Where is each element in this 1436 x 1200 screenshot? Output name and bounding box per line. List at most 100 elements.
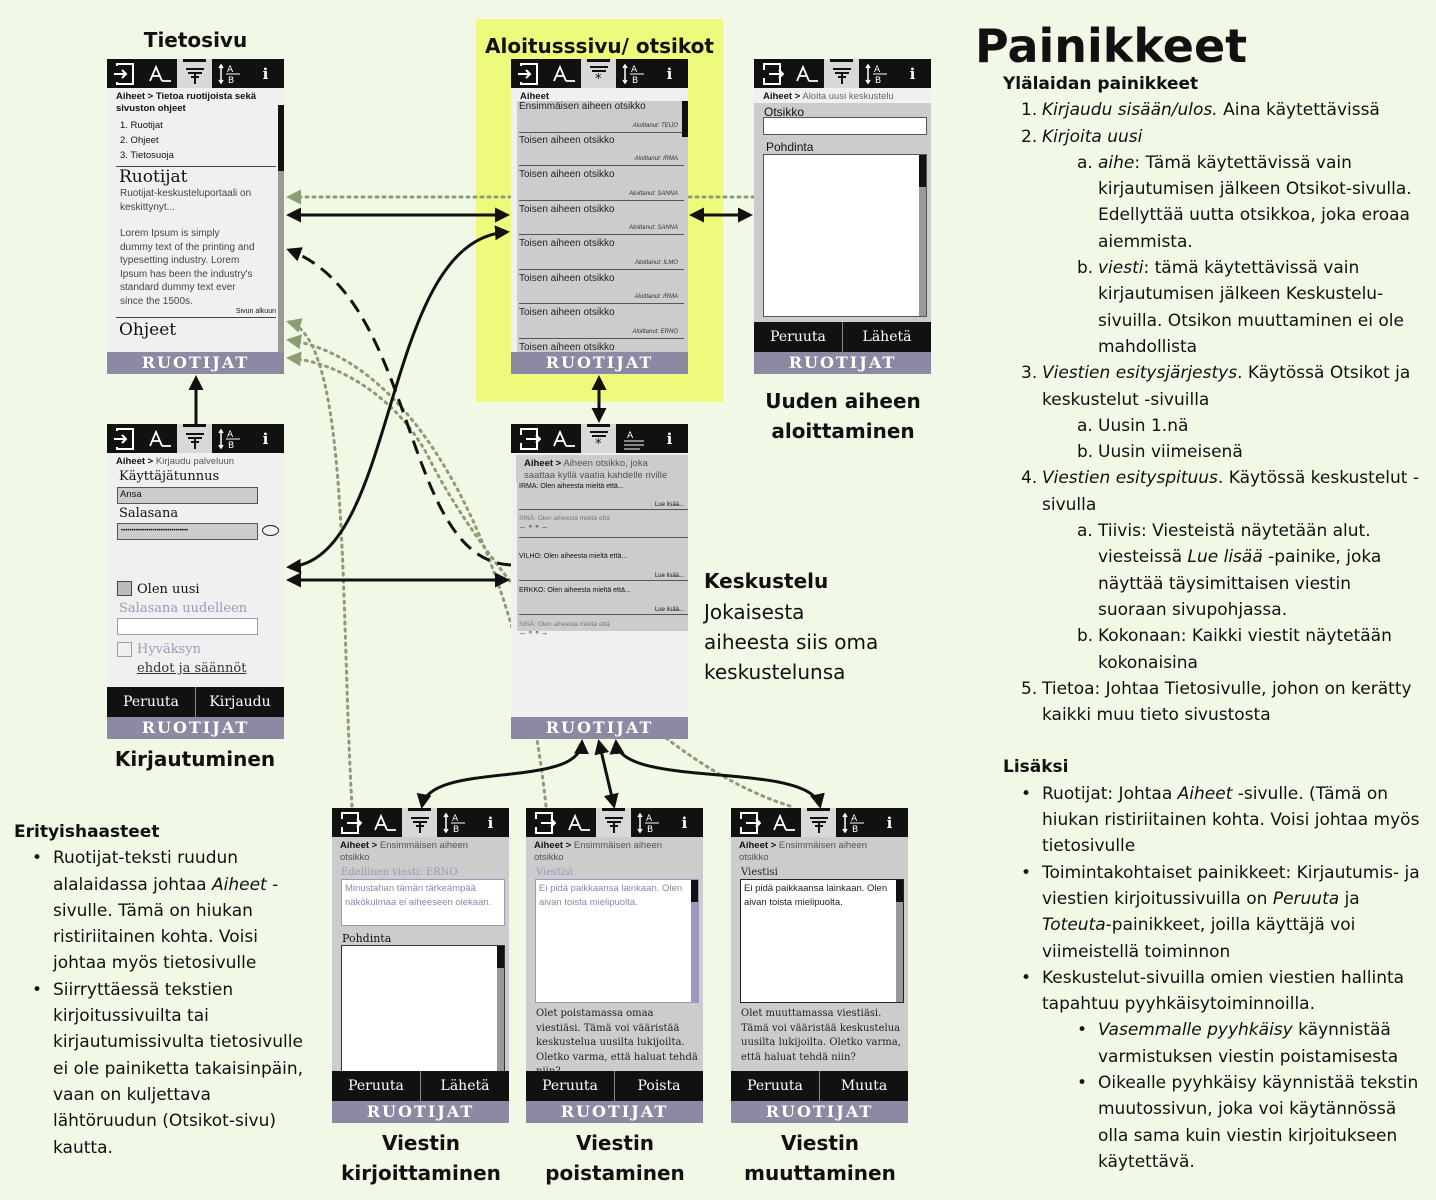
cancel-button[interactable]: Peruuta	[348, 1078, 404, 1094]
message-item[interactable]: VILHO: Olen aiheesta mieltä että... Lue …	[519, 553, 688, 581]
info-icon[interactable]: i	[681, 813, 688, 832]
label-poistaminen-1: Viestin	[575, 1131, 655, 1155]
new-user-checkbox[interactable]	[117, 581, 132, 596]
footer-brand[interactable]: RUOTIJAT	[107, 352, 284, 374]
write-new-icon[interactable]	[367, 808, 402, 837]
login-icon[interactable]	[107, 59, 142, 88]
login-icon[interactable]	[511, 59, 546, 88]
message-item[interactable]: IRMA: Olen aiheesta mieltä että... Lue l…	[519, 483, 688, 510]
footer-brand[interactable]: RUOTIJAT	[511, 717, 688, 739]
login-icon[interactable]	[107, 424, 142, 453]
sort-order-icon[interactable]	[801, 808, 836, 837]
toc-item[interactable]: 2. Ohjeet	[120, 135, 159, 146]
cancel-button[interactable]: Peruuta	[123, 694, 179, 710]
password-again-input[interactable]	[117, 618, 258, 635]
logout-icon[interactable]	[511, 424, 546, 453]
write-new-icon[interactable]	[766, 808, 801, 837]
write-new-icon[interactable]	[142, 424, 177, 453]
write-new-icon[interactable]	[142, 59, 177, 88]
info-icon[interactable]: i	[262, 429, 269, 448]
message-length-icon[interactable]: A	[616, 424, 651, 453]
read-more-link[interactable]: Lue lisää...	[654, 502, 684, 508]
scrollbar-thumb[interactable]	[497, 946, 504, 968]
cancel-button[interactable]: Peruuta	[770, 329, 826, 345]
sort-order-icon[interactable]: *	[581, 59, 616, 88]
cancel-button[interactable]: Peruuta	[747, 1078, 803, 1094]
sort-order-icon[interactable]	[177, 424, 212, 453]
message-item-own[interactable]: SINÄ: Olen aiheesta mieltä että ←⚬⚬→	[519, 515, 688, 538]
scrollbar-thumb[interactable]	[919, 155, 926, 187]
scrollbar-thumb[interactable]	[896, 880, 903, 902]
scrollbar-thumb[interactable]	[278, 105, 284, 171]
toc-item[interactable]: 1. Ruotijat	[120, 120, 163, 131]
footer-brand[interactable]: RUOTIJAT	[332, 1101, 509, 1123]
own-message-input[interactable]: Ei pidä paikkaansa lainkaan. Olen aivan …	[740, 879, 904, 1003]
info-icon[interactable]: i	[886, 813, 893, 832]
body-textarea[interactable]	[763, 154, 927, 317]
send-button[interactable]: Lähetä	[842, 322, 931, 352]
accept-checkbox[interactable]	[117, 642, 132, 657]
cancel-button[interactable]: Peruuta	[542, 1078, 598, 1094]
sort-order-icon[interactable]	[596, 808, 631, 837]
footer-brand[interactable]: RUOTIJAT	[107, 717, 284, 739]
scrollbar-thumb[interactable]	[691, 880, 698, 902]
scrollbar[interactable]	[497, 946, 504, 1071]
scrollbar[interactable]	[278, 105, 284, 352]
footer-brand[interactable]: RUOTIJAT	[511, 352, 688, 374]
info-icon[interactable]: i	[262, 64, 269, 83]
send-button[interactable]: Lähetä	[420, 1071, 509, 1101]
logout-icon[interactable]	[754, 59, 789, 88]
delete-warning: Olet poistamassa omaa viestiäsi. Tämä vo…	[536, 1008, 698, 1077]
scrollbar[interactable]	[919, 155, 926, 316]
terms-link[interactable]: ehdot ja säännöt	[137, 661, 247, 676]
password-input[interactable]: ••••••••••••••••••••••••••••••••	[117, 523, 258, 540]
scrollbar[interactable]	[896, 880, 903, 1002]
message-item-own[interactable]: SINÄ: Olen aiheesta mieltä että ←⚬⚬→	[519, 621, 688, 639]
info-icon[interactable]: i	[909, 64, 916, 83]
login-button[interactable]: Kirjaudu	[195, 687, 284, 717]
to-top-link[interactable]: Sivun alkuun	[235, 307, 276, 315]
logout-icon[interactable]	[332, 808, 367, 837]
sort-order-icon[interactable]	[824, 59, 859, 88]
footer-brand[interactable]: RUOTIJAT	[754, 352, 931, 374]
sort-order-icon[interactable]: *	[581, 424, 616, 453]
logout-icon[interactable]	[731, 808, 766, 837]
logout-icon[interactable]	[526, 808, 561, 837]
footer-brand[interactable]: RUOTIJAT	[731, 1101, 908, 1123]
toc-item[interactable]: 3. Tietosuoja	[120, 150, 174, 161]
info-icon[interactable]: i	[487, 813, 494, 832]
message-item[interactable]: ERKKO: Olen aiheesta mieltä että... Lue …	[519, 587, 688, 615]
read-more-link[interactable]: Lue lisää...	[654, 607, 684, 613]
username-input[interactable]: Ansa	[117, 487, 258, 504]
edit-button[interactable]: Muuta	[819, 1071, 908, 1101]
title-input[interactable]	[763, 117, 927, 135]
body-textarea[interactable]	[341, 945, 505, 1072]
scrollbar-thumb[interactable]	[682, 101, 688, 137]
read-more-link[interactable]: Lue lisää...	[654, 573, 684, 579]
write-new-icon[interactable]	[561, 808, 596, 837]
previous-message: Minustahan tämän tärkeämpää näkökulmaa e…	[341, 879, 505, 926]
sort-order-icon[interactable]	[177, 59, 212, 88]
write-new-icon[interactable]	[789, 59, 824, 88]
write-new-icon[interactable]	[546, 424, 581, 453]
scrollbar[interactable]	[691, 880, 698, 1002]
info-icon[interactable]: i	[666, 429, 673, 448]
sort-order-icon[interactable]	[402, 808, 437, 837]
delete-button[interactable]: Poista	[614, 1071, 703, 1101]
arrow-dotted-poisto	[286, 334, 548, 808]
breadcrumb: Aiheet > Tietoa ruotijoista sekä sivusto…	[116, 91, 257, 114]
info-icon[interactable]: i	[666, 64, 673, 83]
footer-brand[interactable]: RUOTIJAT	[526, 1101, 703, 1123]
write-new-icon[interactable]	[546, 59, 581, 88]
show-password-icon[interactable]	[262, 525, 279, 536]
svg-text:A: A	[452, 814, 459, 824]
